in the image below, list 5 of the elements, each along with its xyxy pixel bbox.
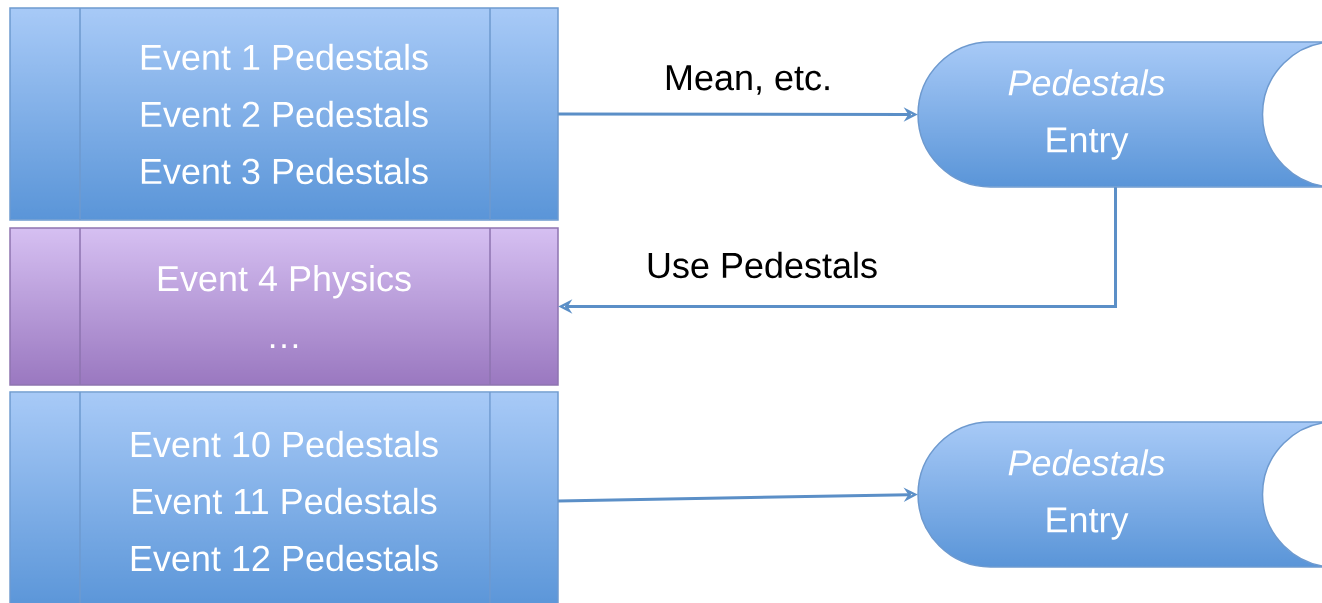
process-box: Event 1 Pedestals Event 2 Pedestals Event 3 Pedestals xyxy=(9,7,559,221)
process-box: Event 10 Pedestals Event 11 Pedestals Event 12 Pedestals xyxy=(9,391,559,603)
process-box: Event 4 Physics … xyxy=(9,227,559,386)
edge-label: Mean, etc. xyxy=(661,63,835,97)
edge-label: Use Pedestals xyxy=(643,249,881,281)
